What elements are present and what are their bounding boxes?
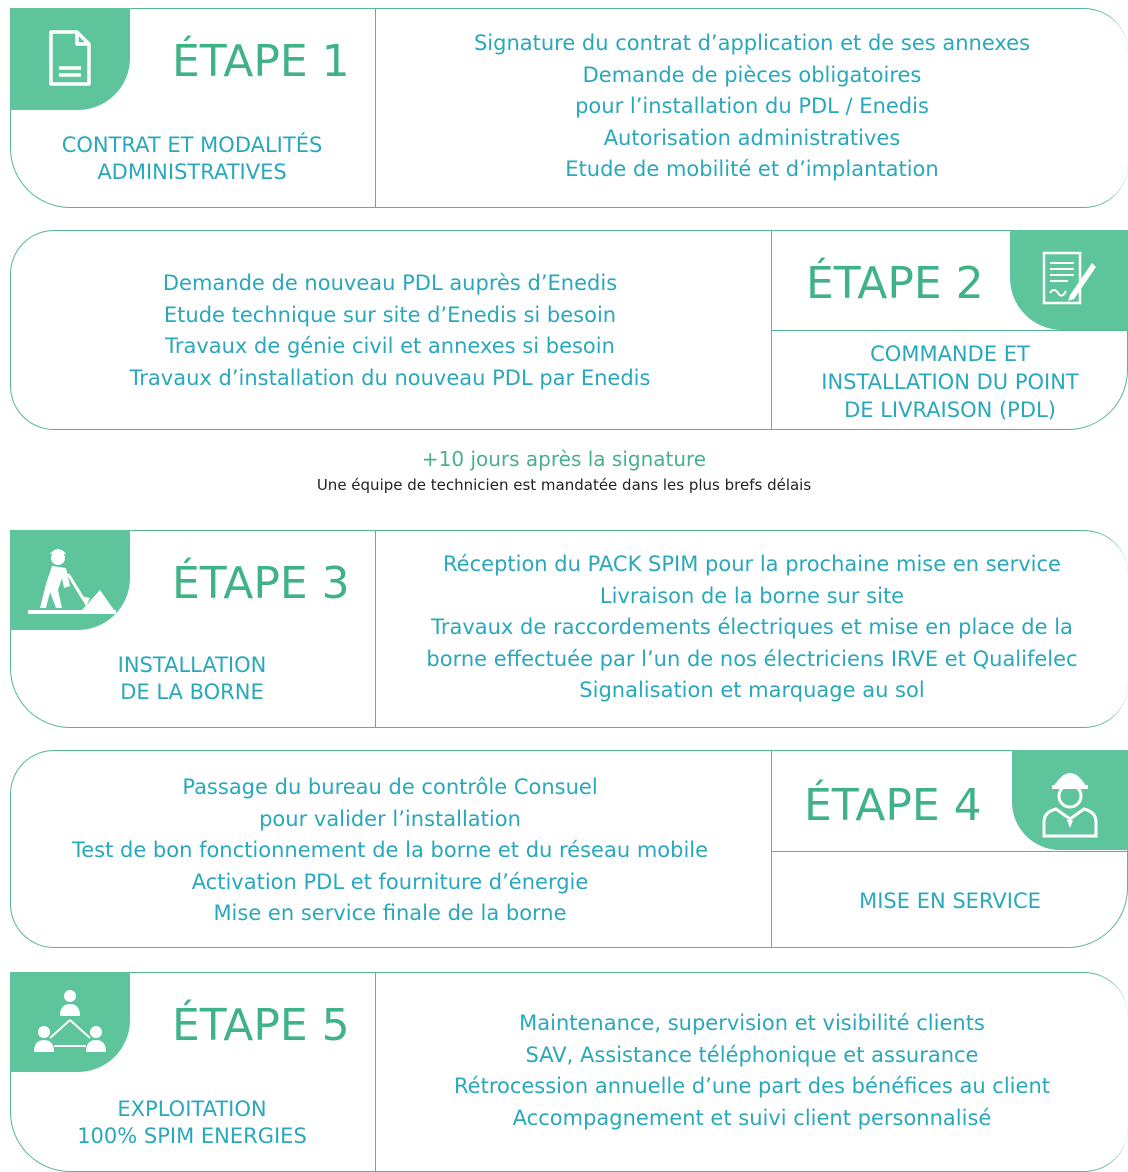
- step-3-title: ÉTAPE 3: [172, 558, 350, 609]
- step-1-subtitle: CONTRAT ET MODALITÉS ADMINISTRATIVES: [10, 132, 374, 186]
- step-2-line: Demande de nouveau PDL auprès d’Enedis: [162, 271, 618, 295]
- step-1-title: ÉTAPE 1: [172, 36, 350, 87]
- step-1-line: Signature du contrat d’application et de…: [473, 31, 1031, 55]
- step-4-hdivider: [771, 851, 1127, 852]
- contract-signing-icon: [1042, 251, 1096, 305]
- step-4-line: Test de bon fonctionnement de la borne e…: [71, 838, 709, 862]
- engineer-helmet-icon: [1042, 773, 1098, 838]
- step-3-line: Réception du PACK SPIM pour la prochaine…: [443, 552, 1061, 576]
- step-3-icon-box: [10, 530, 130, 630]
- step-1-line: pour l’installation du PDL / Enedis: [575, 94, 929, 118]
- step-4-title: ÉTAPE 4: [804, 780, 982, 831]
- step-2-line: Etude technique sur site d’Enedis si bes…: [163, 302, 617, 327]
- step-4-subtitle-line: MISE EN SERVICE: [859, 889, 1041, 913]
- step-4-line: Activation PDL et fourniture d’énergie: [191, 869, 589, 894]
- step-3-subtitle: INSTALLATION DE LA BORNE: [10, 652, 374, 706]
- step-4-line: pour valider l’installation: [259, 806, 521, 831]
- step-2-subtitle-line: COMMANDE ET: [870, 342, 1030, 366]
- step-5-line: Accompagnement et suivi client personnal…: [512, 1105, 992, 1130]
- document-icon: [49, 30, 91, 86]
- step-4-line: Mise en service finale de la borne: [213, 901, 567, 925]
- step-2-line: Travaux de génie civil et annexes si bes…: [165, 334, 615, 358]
- step-5-subtitle: EXPLOITATION 100% SPIM ENERGIES: [10, 1096, 374, 1150]
- step-2-icon-box: [1010, 230, 1128, 330]
- step-1-subtitle-line: CONTRAT ET MODALITÉS: [61, 133, 323, 157]
- step-5-description: Maintenance, supervision et visibilité c…: [376, 1008, 1128, 1134]
- step-2-hdivider: [771, 330, 1127, 331]
- step-1-description: Signature du contrat d’application et de…: [376, 28, 1128, 186]
- step-3-line: Travaux de raccordements électriques et …: [431, 615, 1073, 639]
- step-1-subtitle-line: ADMINISTRATIVES: [97, 160, 287, 184]
- step-1-line: Demande de pièces obligatoires: [582, 62, 922, 87]
- step-3-line: borne effectuée par l’un de nos électric…: [426, 646, 1078, 671]
- worker-digging-icon: [28, 549, 116, 614]
- step-4-icon-box: [1012, 750, 1128, 850]
- step-1-line: Etude de mobilité et d’implantation: [565, 157, 939, 181]
- step-4-line: Passage du bureau de contrôle Consuel: [182, 775, 598, 799]
- step-2-line: Travaux d’installation du nouveau PDL pa…: [129, 365, 651, 390]
- step-3-divider: [375, 531, 376, 727]
- delay-note: Une équipe de technicien est mandatée da…: [316, 476, 812, 494]
- step-5-line: SAV, Assistance téléphonique et assuranc…: [525, 1042, 979, 1067]
- step-2-description: Demande de nouveau PDL auprès d’Enedis E…: [10, 268, 770, 394]
- step-5-subtitle-line: 100% SPIM ENERGIES: [77, 1124, 307, 1148]
- step-3-subtitle-line: INSTALLATION: [117, 653, 267, 677]
- step-2-subtitle: COMMANDE ET INSTALLATION DU POINT DE LIV…: [772, 340, 1128, 424]
- step-3-line: Signalisation et marquage au sol: [579, 678, 925, 702]
- step-2-title: ÉTAPE 2: [806, 258, 984, 309]
- step-3-description: Réception du PACK SPIM pour la prochaine…: [376, 549, 1128, 707]
- step-5-divider: [375, 973, 376, 1171]
- step-2-subtitle-line: DE LIVRAISON (PDL): [844, 398, 1056, 422]
- step-3-subtitle-line: DE LA BORNE: [120, 680, 264, 704]
- step-1-line: Autorisation administratives: [603, 125, 901, 150]
- step-5-title: ÉTAPE 5: [172, 1000, 350, 1051]
- step-4-subtitle: MISE EN SERVICE: [772, 888, 1128, 915]
- step-4-divider: [771, 751, 772, 947]
- step-3-line: Livraison de la borne sur site: [599, 583, 905, 608]
- step-5-subtitle-line: EXPLOITATION: [117, 1097, 267, 1121]
- step-5-icon-box: [10, 972, 130, 1072]
- step-5-line: Rétrocession annuelle d’une part des bén…: [454, 1074, 1050, 1098]
- team-network-icon: [34, 990, 106, 1052]
- step-1-icon-box: [10, 8, 130, 110]
- step-2-subtitle-line: INSTALLATION DU POINT: [821, 370, 1079, 394]
- step-5-line: Maintenance, supervision et visibilité c…: [519, 1011, 985, 1035]
- step-1-divider: [375, 9, 376, 207]
- step-4-description: Passage du bureau de contrôle Consuel po…: [10, 772, 770, 930]
- delay-headline: +10 jours après la signature: [421, 447, 707, 471]
